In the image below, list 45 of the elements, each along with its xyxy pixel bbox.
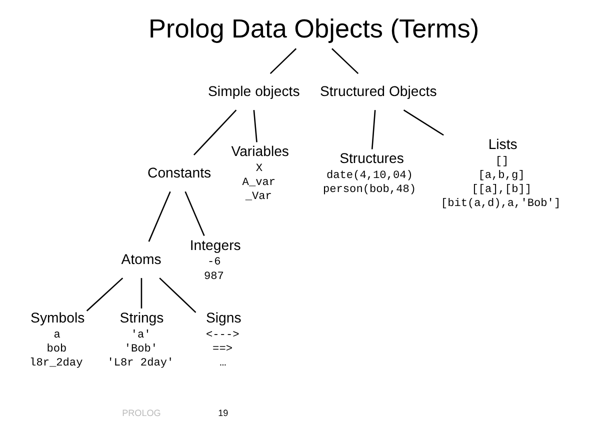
- node-label: 'a': [130, 329, 150, 342]
- connector: [148, 191, 170, 242]
- node-label: [bit(a,d),a,'Bob']: [440, 198, 560, 210]
- node-label: [[a],[b]]: [471, 184, 532, 196]
- node-text: Signs: [206, 310, 241, 326]
- node-label: [a,b,g]: [478, 170, 524, 182]
- node-label: X: [255, 162, 262, 175]
- node-text: Simple objects: [208, 83, 300, 100]
- node-label: A_var: [242, 176, 276, 189]
- node-label: 'Bob': [124, 343, 158, 356]
- connector: [86, 278, 123, 312]
- node-label: -6: [207, 256, 220, 269]
- node-label: ==>: [212, 343, 232, 356]
- node-text: Structures: [339, 150, 404, 166]
- connector: [192, 110, 236, 156]
- label: PROLOG: [122, 408, 160, 418]
- connector: [184, 191, 204, 236]
- node-text: Lists: [488, 136, 517, 152]
- node-text: Structured Objects: [319, 83, 436, 100]
- node-label: _Var: [244, 191, 272, 204]
- node-label: bob: [46, 343, 66, 356]
- node-label: a: [53, 329, 60, 342]
- node-label: …: [219, 357, 226, 370]
- node-text: Atoms: [120, 251, 161, 268]
- node-label: 987: [203, 270, 224, 283]
- node-text: Integers: [189, 236, 240, 253]
- node-label: l8r_2day: [29, 357, 82, 370]
- node-text: Prolog Data Objects (Terms): [148, 13, 479, 44]
- connector: [140, 278, 142, 308]
- connector: [402, 110, 444, 136]
- node-text: Strings: [119, 310, 164, 326]
- connector: [158, 278, 196, 313]
- node-text: Variables: [230, 143, 288, 160]
- node-text: Constants: [147, 164, 211, 180]
- node-label: 'L8r 2day': [106, 357, 174, 370]
- connector: [370, 110, 376, 150]
- node-label: <--->: [206, 329, 239, 342]
- node-text: Symbols: [30, 310, 84, 326]
- node-label: []: [494, 156, 508, 168]
- connector: [331, 48, 358, 74]
- connector: [252, 110, 257, 142]
- node-label: date(4,10,04): [326, 170, 412, 182]
- label: 19: [218, 408, 228, 418]
- connector: [269, 48, 296, 74]
- node-label: person(bob,48): [322, 184, 416, 196]
